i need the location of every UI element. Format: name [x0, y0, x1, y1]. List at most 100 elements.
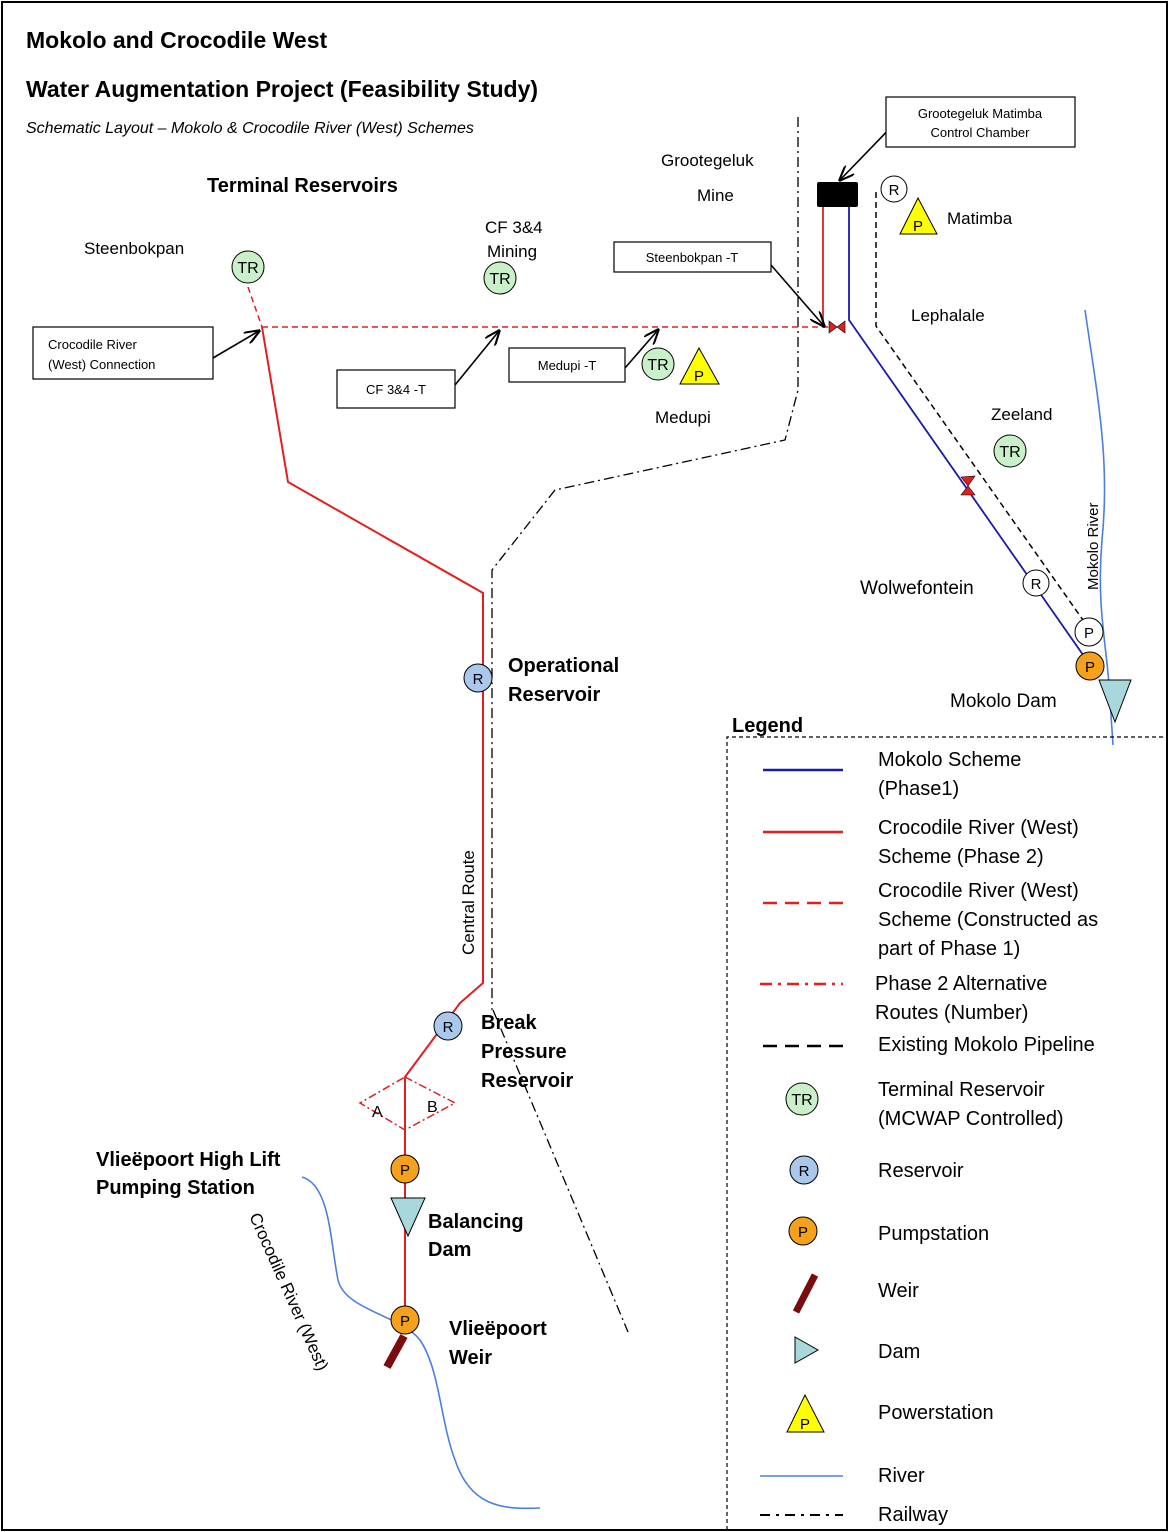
callout-steenbokpan-t-text: Steenbokpan -T [646, 250, 739, 265]
legend-border [726, 736, 1167, 1530]
legend-railway: Railway [878, 1504, 948, 1526]
dashed-steenbokpan-spur [247, 286, 263, 328]
tr-cf34: TR [483, 261, 517, 295]
callout-medupi-t-box [508, 347, 626, 383]
legend-crocodile-phase2-line2: Scheme (Phase 2) [878, 846, 1044, 868]
label-central-route: Central Route [459, 850, 478, 955]
label-mokolo-river: Mokolo River [1085, 502, 1102, 590]
label-operational-reservoir-line2: Reservoir [508, 684, 600, 706]
label-wolwefontein: Wolwefontein [860, 578, 974, 599]
reservoir-break-pressure-label: R [443, 1019, 454, 1036]
dam-balancing [390, 1197, 426, 1238]
callout-crocodile-connection-line2: (West) Connection [48, 357, 155, 372]
valve-zeeland-bottom [960, 485, 976, 496]
label-operational-reservoir-line1: Operational [508, 655, 619, 677]
legend-swatch-reservoir-label: R [799, 1163, 810, 1180]
arrow-crocodile-connection [212, 331, 259, 359]
callout-cf34-t-text: CF 3&4 -T [366, 382, 426, 397]
label-cf34-line2: Mining [487, 242, 537, 261]
route-b-label: B [427, 1099, 438, 1116]
label-crocodile-river: Crocodile River (West) [245, 1210, 332, 1374]
legend-pumpstation: Pumpstation [878, 1223, 989, 1245]
powerstation-medupi-label: P [694, 368, 704, 385]
subtitle: Schematic Layout – Mokolo & Crocodile Ri… [26, 120, 474, 137]
legend-swatch-reservoir [789, 1155, 819, 1185]
title-line-1: Mokolo and Crocodile West [26, 27, 327, 53]
crocodile-river-line [301, 1176, 541, 1510]
crocodile-phase1-dashed [247, 286, 835, 328]
callout-control-chamber-box [885, 96, 1076, 148]
reservoir-wolwefontein-label: R [1031, 576, 1042, 593]
legend-crocodile-phase2-line1: Crocodile River (West) [878, 817, 1079, 839]
label-break-pressure-line3: Reservoir [481, 1070, 573, 1092]
tr-steenbokpan: TR [231, 250, 265, 284]
pumpstation-vlieepoort-weir-label: P [400, 1313, 410, 1330]
legend-swatch-terminal-reservoir [785, 1082, 819, 1116]
legend-existing-pipeline: Existing Mokolo Pipeline [878, 1034, 1095, 1056]
pumpstation-vlieepoort-weir: P [390, 1305, 420, 1335]
legend-alternative-routes-line2: Routes (Number) [875, 1002, 1028, 1024]
valve-grootegeluk [828, 320, 846, 334]
legend-swatch-weir [792, 1273, 819, 1314]
mokolo-river-line [1084, 309, 1114, 746]
label-vlieepoort-hlps-line2: Pumping Station [96, 1177, 255, 1199]
legend-alternative-routes-line1: Phase 2 Alternative [875, 973, 1047, 995]
label-vlieepoort-hlps-line1: Vlieëpoort High Lift [96, 1149, 281, 1171]
label-grootegeluk-line1: Grootegeluk [661, 151, 754, 170]
crocodile-phase2 [261, 205, 824, 1320]
label-medupi: Medupi [655, 408, 711, 427]
legend-river: River [878, 1465, 925, 1487]
legend-swatch-dam [794, 1336, 820, 1364]
reservoir-matimba: R [880, 175, 908, 203]
legend: Legend Mokolo Scheme (Phase1) Crocodile … [726, 715, 1167, 1530]
arrow-cf34-t [454, 331, 499, 386]
reservoir-operational-label: R [473, 671, 484, 688]
crocodile-main-route [261, 326, 484, 1320]
rivers [301, 309, 1114, 1510]
label-lephalale: Lephalale [911, 306, 985, 325]
pumpstation-existing: P [1074, 617, 1104, 647]
legend-crocodile-phase1-line3: part of Phase 1) [878, 938, 1020, 960]
railway-main [491, 117, 799, 1010]
powerstation-matimba: P [899, 196, 938, 235]
pumpstation-existing-label: P [1084, 625, 1094, 642]
arrow-medupi-t [624, 330, 658, 369]
label-vlieepoort-weir-line2: Weir [449, 1347, 492, 1369]
callout-medupi-t-text: Medupi -T [538, 358, 597, 373]
valve-zeeland-top [960, 475, 976, 487]
callout-cf34-t: CF 3&4 -T [336, 369, 456, 409]
terminal-reservoirs-heading: Terminal Reservoirs [207, 175, 398, 197]
label-zeeland: Zeeland [991, 405, 1052, 424]
tr-cf34-label: TR [489, 271, 510, 288]
reservoir-wolwefontein: R [1022, 569, 1050, 597]
valve-grootegeluk-left [828, 320, 838, 334]
valve-grootegeluk-right [836, 320, 846, 334]
legend-swatch-pumpstation [788, 1216, 818, 1246]
legend-dam: Dam [878, 1341, 920, 1363]
label-matimba: Matimba [947, 209, 1013, 228]
tr-zeeland-label: TR [999, 444, 1020, 461]
callout-crocodile-connection-line1: Crocodile River [48, 337, 138, 352]
legend-mokolo-scheme-line1: Mokolo Scheme [878, 749, 1021, 771]
legend-reservoir: Reservoir [878, 1160, 964, 1182]
dam-mokolo [1098, 679, 1132, 724]
reservoir-matimba-label: R [889, 182, 900, 199]
legend-weir: Weir [878, 1280, 919, 1302]
legend-crocodile-phase1-line2: Scheme (Constructed as [878, 909, 1098, 931]
callout-crocodile-connection-box [32, 326, 214, 380]
label-balancing-dam-line2: Dam [428, 1239, 471, 1261]
valve-zeeland [960, 475, 976, 496]
label-cf34-line1: CF 3&4 [485, 218, 543, 237]
reservoir-break-pressure: R [433, 1011, 463, 1041]
label-mokolo-dam: Mokolo Dam [950, 691, 1057, 712]
legend-title: Legend [732, 715, 803, 737]
legend-crocodile-phase1-line1: Crocodile River (West) [878, 880, 1079, 902]
callout-control-chamber-line2: Control Chamber [931, 125, 1031, 140]
weir-vlieepoort [383, 1334, 408, 1369]
label-vlieepoort-weir-line1: Vlieëpoort [449, 1318, 547, 1340]
tr-medupi: TR [641, 347, 675, 381]
reservoir-operational: R [463, 663, 493, 693]
